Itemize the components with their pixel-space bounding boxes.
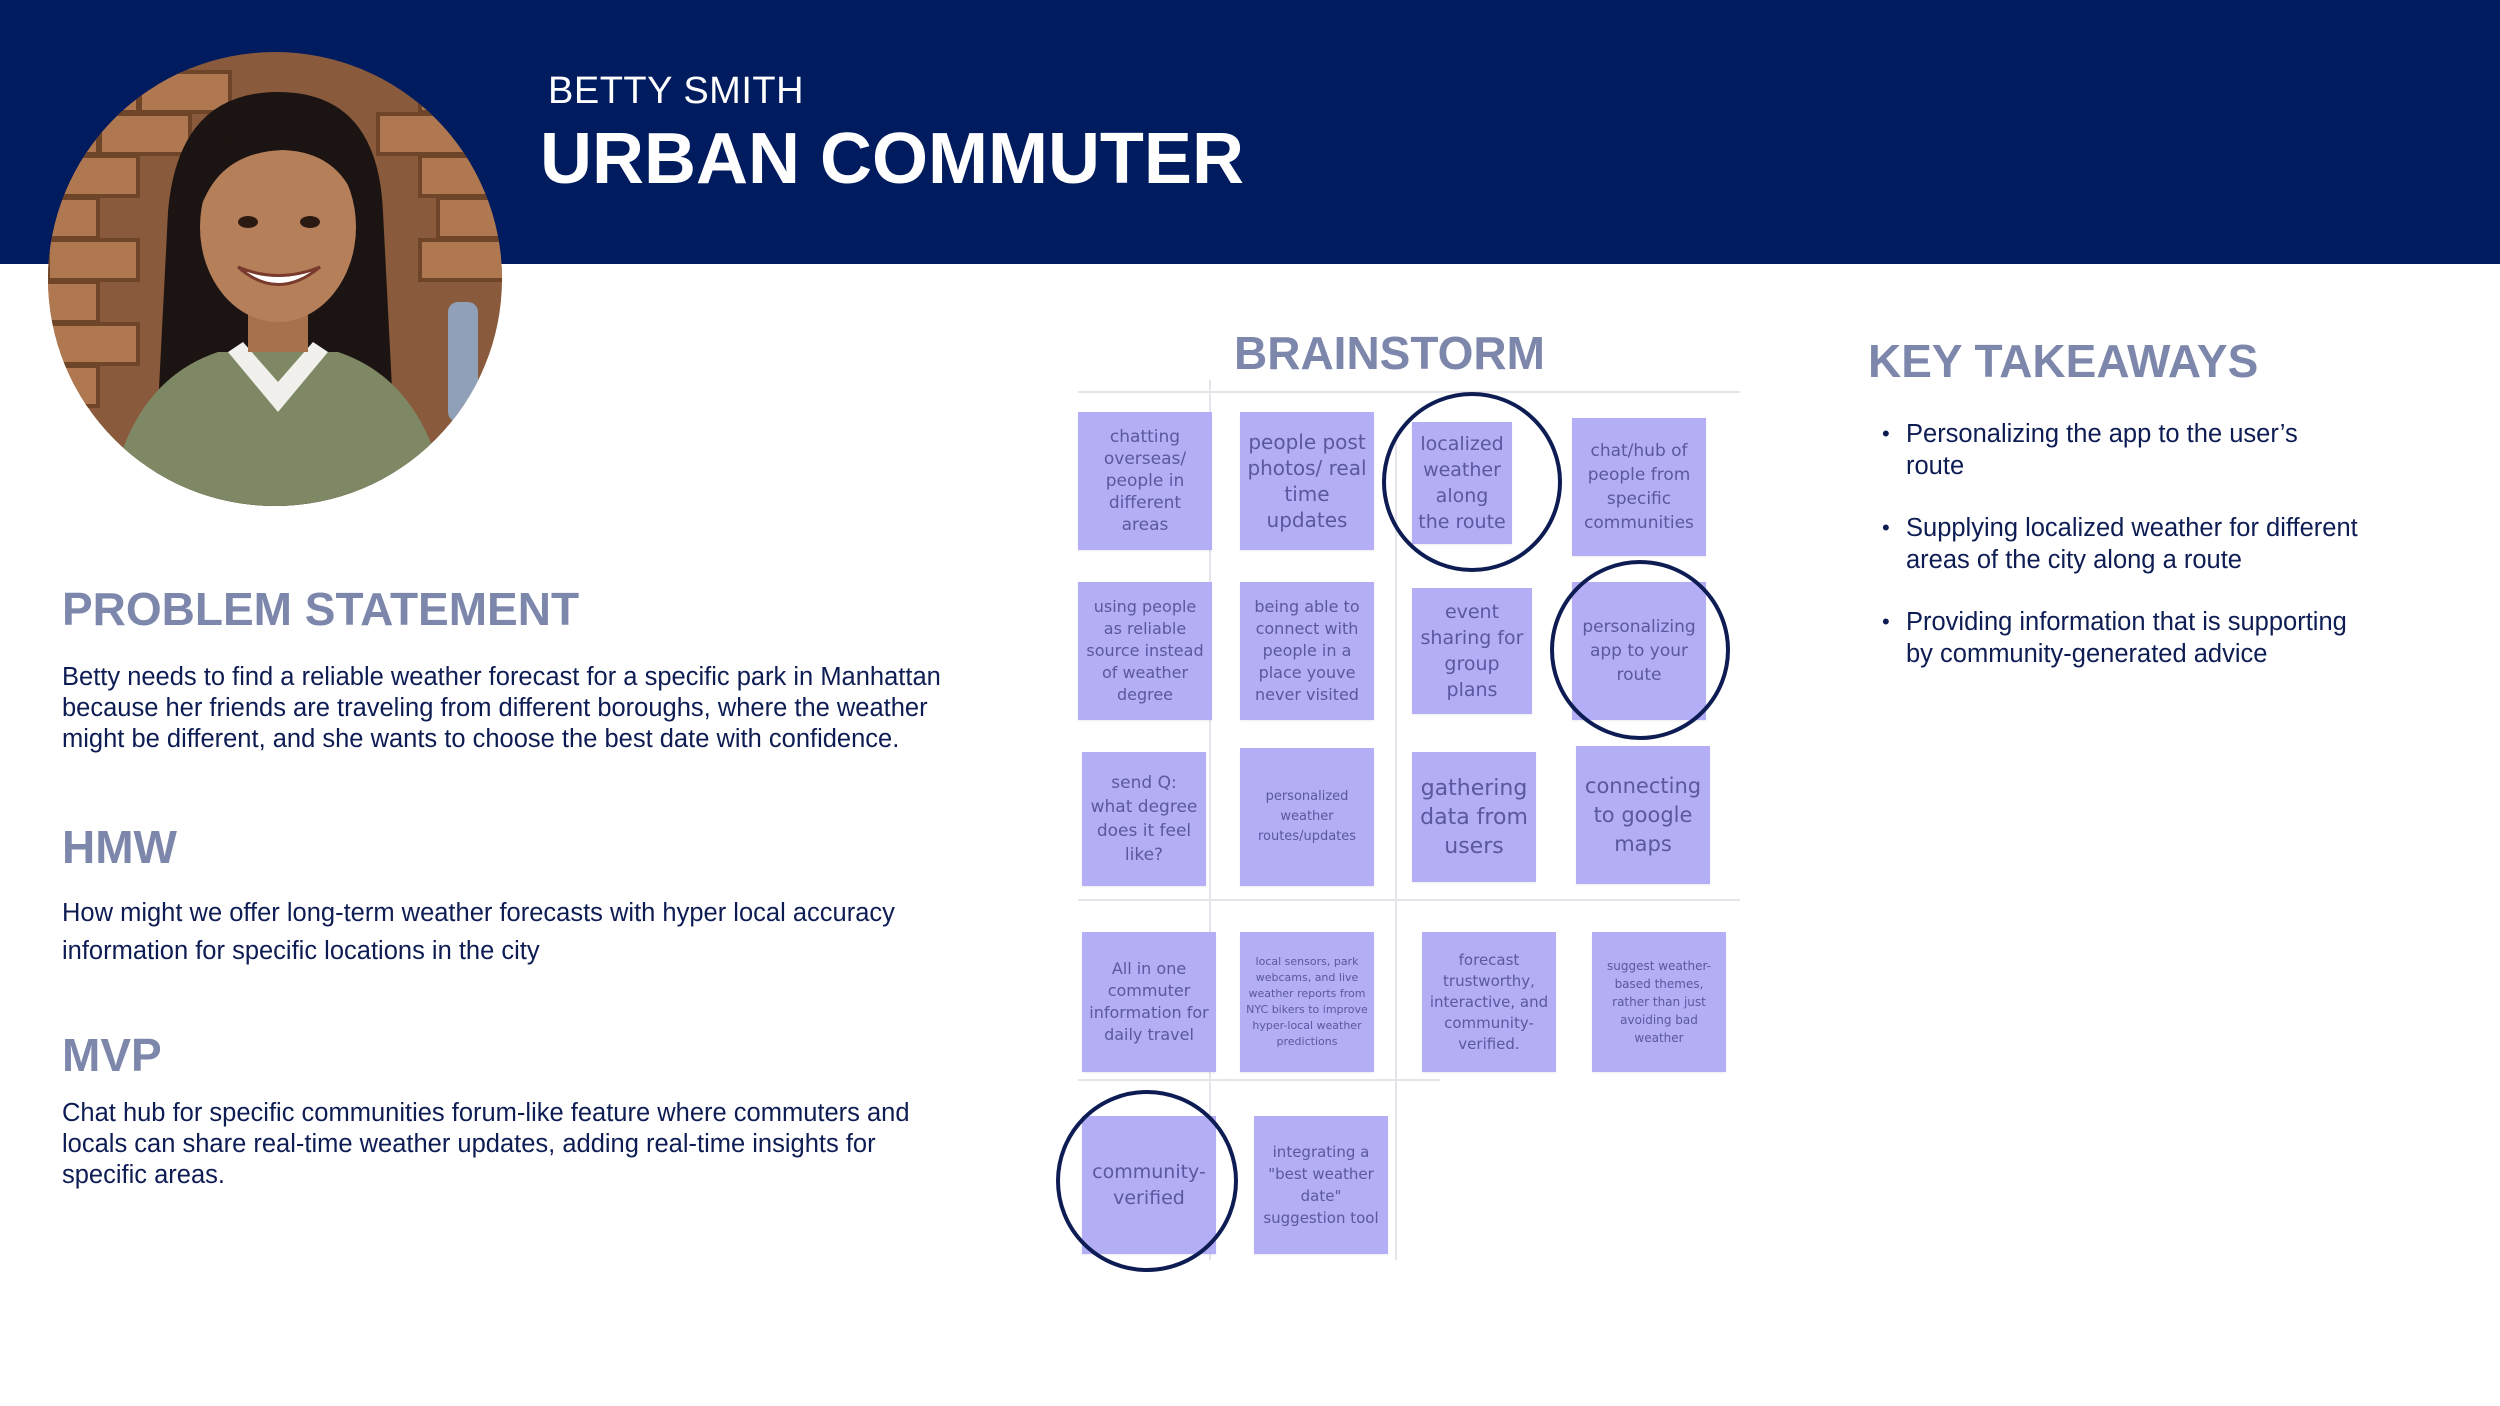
brainstorm-heading: BRAINSTORM [1234, 327, 1545, 379]
hmw-heading: HMW [62, 821, 177, 873]
brainstorm-board: chatting overseas/ people in different a… [1040, 380, 1780, 1280]
hmw-text: How might we offer long-term weather for… [62, 899, 895, 965]
sticky-note: local sensors, park webcams, and live we… [1240, 932, 1374, 1072]
avatar [48, 52, 502, 506]
mvp-heading: MVP [62, 1029, 162, 1081]
sticky-note: connecting to google maps [1576, 746, 1710, 884]
highlight-circle [1382, 392, 1562, 572]
highlight-circle [1550, 560, 1730, 740]
persona-role: URBAN COMMUTER [540, 119, 1244, 199]
sticky-note: chatting overseas/ people in different a… [1078, 412, 1212, 550]
persona-name: BETTY SMITH [548, 70, 805, 112]
sticky-note: event sharing for group plans [1412, 588, 1532, 714]
key-takeaways-list: Personalizing the app to the user’s rout… [1882, 418, 2362, 700]
takeaway-item: Supplying localized weather for differen… [1882, 512, 2362, 576]
sticky-note: send Q: what degree does it feel like? [1082, 752, 1206, 886]
sticky-note: people post photos/ real time updates [1240, 412, 1374, 550]
sticky-note: being able to connect with people in a p… [1240, 582, 1374, 720]
takeaway-item: Providing information that is supporting… [1882, 606, 2362, 670]
sticky-note: personalized weather routes/updates [1240, 748, 1374, 886]
problem-statement-text: Betty needs to find a reliable weather f… [62, 663, 941, 753]
highlight-circle [1056, 1090, 1238, 1272]
sticky-note: gathering data from users [1412, 752, 1536, 882]
sticky-note: using people as reliable source instead … [1078, 582, 1212, 720]
sticky-note: All in one commuter information for dail… [1082, 932, 1216, 1072]
sticky-note: suggest weather-based themes, rather tha… [1592, 932, 1726, 1072]
takeaway-item: Personalizing the app to the user’s rout… [1882, 418, 2362, 482]
avatar-illustration [48, 52, 502, 506]
key-takeaways-heading: KEY TAKEAWAYS [1868, 335, 2259, 387]
sticky-note: integrating a "best weather date" sugges… [1254, 1116, 1388, 1254]
mvp-text: Chat hub for specific communities forum-… [62, 1099, 910, 1189]
sticky-note: forecast trustworthy, interactive, and c… [1422, 932, 1556, 1072]
problem-statement-heading: PROBLEM STATEMENT [62, 583, 580, 635]
sticky-note: chat/hub of people from specific communi… [1572, 418, 1706, 556]
